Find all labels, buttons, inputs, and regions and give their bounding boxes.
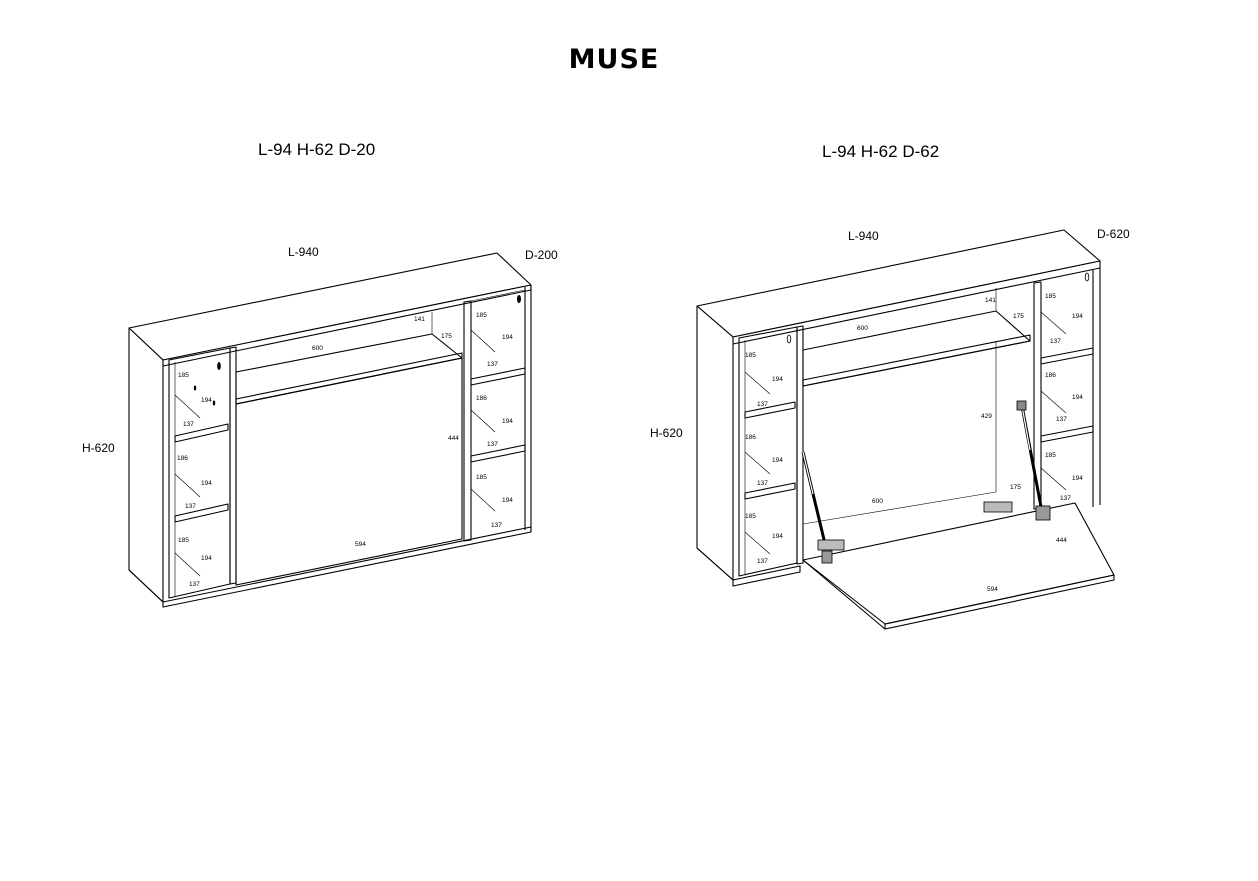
closed-left-dim: 137 [185, 503, 196, 510]
open-right-dim: 194 [1072, 475, 1083, 482]
open-dim-flap-width: 594 [987, 586, 998, 593]
page-title: MUSE [568, 44, 660, 75]
open-depth-label: D-620 [1097, 227, 1130, 241]
open-left-dim: 186 [745, 434, 756, 441]
open-dim-front-height: 175 [1013, 313, 1024, 320]
closed-right-dim: 194 [502, 497, 513, 504]
closed-length-label: L-940 [288, 245, 319, 259]
open-right-dim: 185 [1045, 452, 1056, 459]
open-right-dim: 194 [1072, 313, 1083, 320]
closed-right-dim: 137 [487, 361, 498, 368]
open-left-dim: 137 [757, 558, 768, 565]
open-cabinet-drawing: L-940 D-620 H-620 600 141 175 429 600 17… [650, 227, 1130, 630]
closed-right-dim: 137 [487, 441, 498, 448]
closed-dim-top-width: 600 [312, 345, 323, 352]
open-length-label: L-940 [848, 229, 879, 243]
open-left-dim: 194 [772, 533, 783, 540]
closed-depth-label: D-200 [525, 248, 558, 262]
closed-left-dim: 185 [178, 537, 189, 544]
open-dim-shelf-top: 141 [985, 297, 996, 304]
closed-right-dim: 185 [476, 474, 487, 481]
open-right-dim: 186 [1045, 372, 1056, 379]
open-dim-desk-width: 600 [872, 498, 883, 505]
open-right-dim: 194 [1072, 394, 1083, 401]
open-dim-desk-depth: 175 [1010, 484, 1021, 491]
open-left-dim: 137 [757, 480, 768, 487]
closed-dim-shelf-top: 141 [414, 316, 425, 323]
closed-right-dim: 186 [476, 395, 487, 402]
open-dim-flap-depth: 444 [1056, 537, 1067, 544]
closed-dim-panel-height: 444 [448, 435, 459, 442]
open-left-dim: 185 [745, 352, 756, 359]
closed-right-dim: 194 [502, 418, 513, 425]
closed-right-dim: 194 [502, 334, 513, 341]
closed-cabinet-drawing: L-940 D-200 H-620 600 141 175 444 594 18… [82, 245, 558, 608]
open-left-dim: 137 [757, 401, 768, 408]
closed-right-dim: 185 [476, 312, 487, 319]
closed-left-dim: 137 [183, 421, 194, 428]
closed-left-dim: 194 [201, 480, 212, 487]
caption-open-dimensions: L-94 H-62 D-62 [822, 142, 940, 161]
open-left-dim: 194 [772, 376, 783, 383]
closed-left-dim: 185 [178, 372, 189, 379]
open-height-label: H-620 [650, 426, 683, 440]
open-dim-inner-height: 429 [981, 413, 992, 420]
closed-left-dim: 194 [201, 397, 212, 404]
closed-right-dim: 137 [491, 522, 502, 529]
open-right-dim: 137 [1056, 416, 1067, 423]
open-left-dim: 185 [745, 513, 756, 520]
open-right-dim: 185 [1045, 293, 1056, 300]
open-left-dim: 194 [772, 457, 783, 464]
closed-height-label: H-620 [82, 441, 115, 455]
open-right-dim: 137 [1050, 338, 1061, 345]
closed-dim-panel-width: 594 [355, 541, 366, 548]
closed-left-dim: 137 [189, 581, 200, 588]
closed-left-dim: 194 [201, 555, 212, 562]
open-right-dim: 137 [1060, 495, 1071, 502]
caption-closed-dimensions: L-94 H-62 D-20 [258, 140, 376, 159]
closed-left-dim: 186 [177, 455, 188, 462]
open-dim-top-width: 600 [857, 325, 868, 332]
closed-dim-front-height: 175 [441, 333, 452, 340]
